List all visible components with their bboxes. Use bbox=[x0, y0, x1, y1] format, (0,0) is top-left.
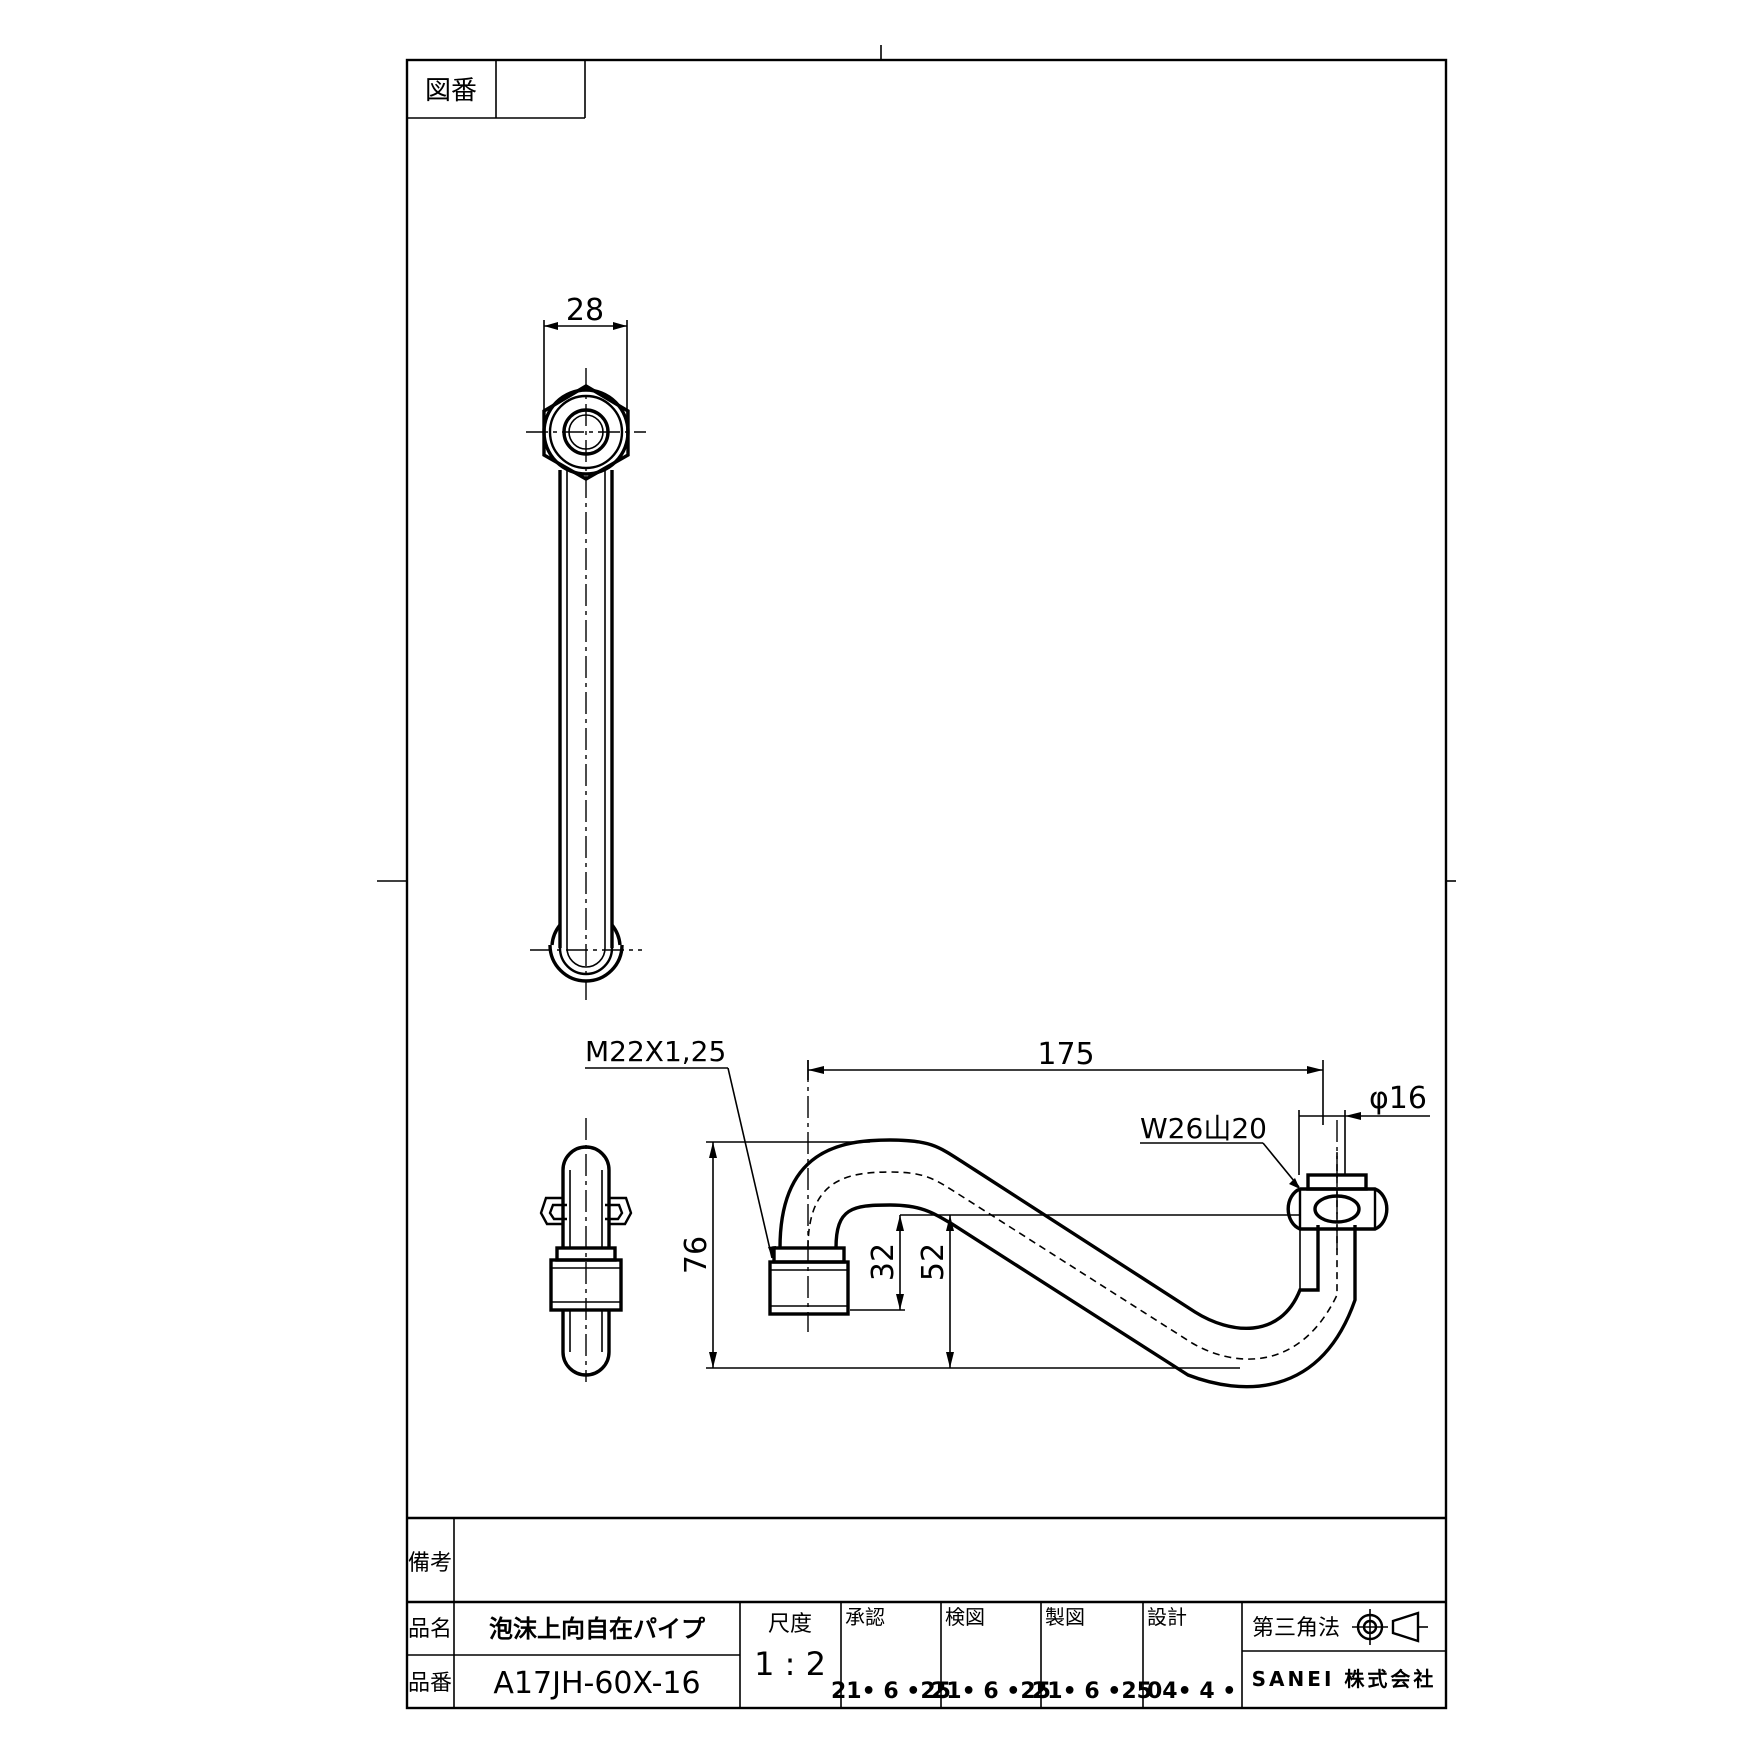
figure-number-label: 図番 bbox=[425, 76, 477, 106]
side-view bbox=[539, 1118, 633, 1382]
drafting-date: 21• 6 •25 bbox=[1032, 1679, 1152, 1704]
inspection-label: 検図 bbox=[945, 1605, 985, 1629]
approval-date: 21• 6 •25 bbox=[831, 1679, 951, 1704]
front-view: 175 φ16 W26山20 M22X1,25 76 32 52 bbox=[585, 1035, 1430, 1389]
inspection-date: 21• 6 •25 bbox=[931, 1679, 1051, 1704]
label-thread-spec: M22X1,25 bbox=[585, 1035, 726, 1068]
scale-value: 1 : 2 bbox=[754, 1645, 826, 1683]
third-angle-projection-symbol bbox=[1352, 1609, 1428, 1645]
dimension-height-inner: 32 bbox=[866, 1243, 901, 1281]
label-connection-thread: W26山20 bbox=[1140, 1112, 1267, 1145]
dimension-diameter: φ16 bbox=[1369, 1081, 1427, 1116]
scale-label: 尺度 bbox=[768, 1612, 812, 1637]
approval-label: 承認 bbox=[845, 1605, 885, 1629]
product-name-value: 泡沫上向自在パイプ bbox=[489, 1615, 706, 1643]
dimension-length: 175 bbox=[1037, 1037, 1094, 1072]
drawing-frame bbox=[405, 58, 1448, 1710]
product-number-value: A17JH-60X-16 bbox=[493, 1666, 700, 1701]
centering-marks bbox=[377, 45, 1456, 882]
remarks-label: 備考 bbox=[408, 1551, 452, 1576]
projection-method-label: 第三角法 bbox=[1252, 1616, 1340, 1641]
top-view: 28 bbox=[526, 293, 646, 1000]
dimension-height-total: 76 bbox=[679, 1236, 714, 1274]
product-name-label: 品名 bbox=[408, 1617, 452, 1642]
design-date: 04• 4 • bbox=[1147, 1679, 1236, 1704]
company-name: SANEI 株式会社 bbox=[1252, 1667, 1437, 1691]
dimension-height-mid: 52 bbox=[916, 1243, 951, 1281]
product-number-label: 品番 bbox=[408, 1671, 452, 1696]
drafting-label: 製図 bbox=[1045, 1605, 1085, 1629]
design-label: 設計 bbox=[1147, 1605, 1187, 1629]
dimension-hex-width: 28 bbox=[566, 293, 604, 328]
title-block: 備考 品名 泡沫上向自在パイプ 品番 A17JH-60X-16 尺度 1 : 2… bbox=[407, 1516, 1446, 1708]
figure-number-box: 図番 bbox=[407, 60, 586, 119]
